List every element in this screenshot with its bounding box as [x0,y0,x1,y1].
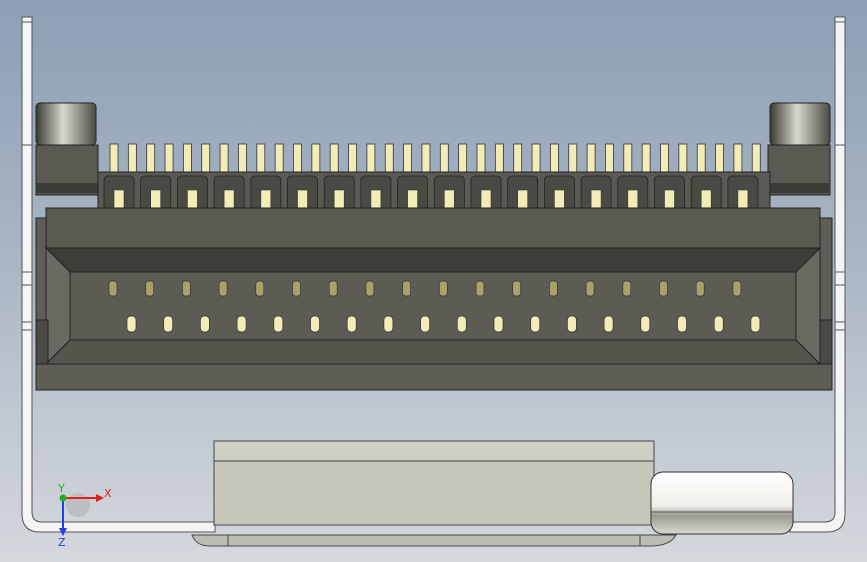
x-arrow-icon [96,494,104,502]
contact-lower [750,315,761,333]
right-mount-boss [769,102,831,146]
right-ear [819,319,833,365]
lower-block-base [191,534,677,547]
right-latch-tab [650,471,794,535]
contact-lower [493,315,504,333]
contact-lower [677,315,687,333]
contact-upper [218,280,228,297]
triad-origin-shadow [66,493,90,517]
contact-upper [182,280,191,297]
contact-upper [695,280,705,297]
contact-upper [438,280,448,297]
contact-lower [346,315,357,333]
contact-lower [163,315,174,333]
contact-upper [292,280,301,297]
housing-top-lip [45,207,821,249]
contact-upper [475,280,485,297]
axis-triad: X Y Z [57,482,112,549]
top-pin-row [109,143,761,195]
contact-row-lower [126,315,761,333]
contact-lower [236,315,247,333]
contact-row-upper [108,280,742,297]
contact-lower [310,315,320,333]
contact-upper [732,280,742,297]
cavity-bevel-bottom [44,339,822,365]
contact-lower [640,315,651,333]
contact-upper [549,280,558,297]
left-mount-shadow [36,183,98,193]
contact-upper [365,280,375,297]
triad-z-label: Z [58,536,66,549]
triad-y-label: Y [57,482,65,495]
contact-lower [567,315,577,333]
z-arrow-icon [59,528,67,536]
contact-upper [145,280,155,297]
right-bracket [789,16,846,533]
triad-x-label: X [104,487,112,500]
contact-lower [603,315,614,333]
lower-block-top [213,440,655,462]
contact-upper [402,280,411,297]
bracket-marks [22,21,845,331]
contact-upper [622,280,632,297]
cavity-bevel-top [44,247,822,273]
contact-upper [255,280,265,297]
contact-lower [126,315,137,333]
contact-upper [328,280,338,297]
contact-lower [200,315,210,333]
contact-lower [273,315,284,333]
contact-upper [512,280,522,297]
triad-y-axis [59,494,67,502]
contact-upper [108,280,118,297]
cavity-floor [69,271,797,341]
contact-lower [713,315,724,333]
contact-lower [530,315,541,333]
contact-upper [585,280,595,297]
left-mount-boss [35,102,97,146]
contact-lower [383,315,394,333]
left-ear [35,319,49,365]
housing-skirt [35,363,833,391]
right-mount-shadow [768,183,830,193]
contact-upper [659,280,668,297]
lower-block [213,460,655,526]
contact-lower [420,315,430,333]
contact-lower [456,315,467,333]
